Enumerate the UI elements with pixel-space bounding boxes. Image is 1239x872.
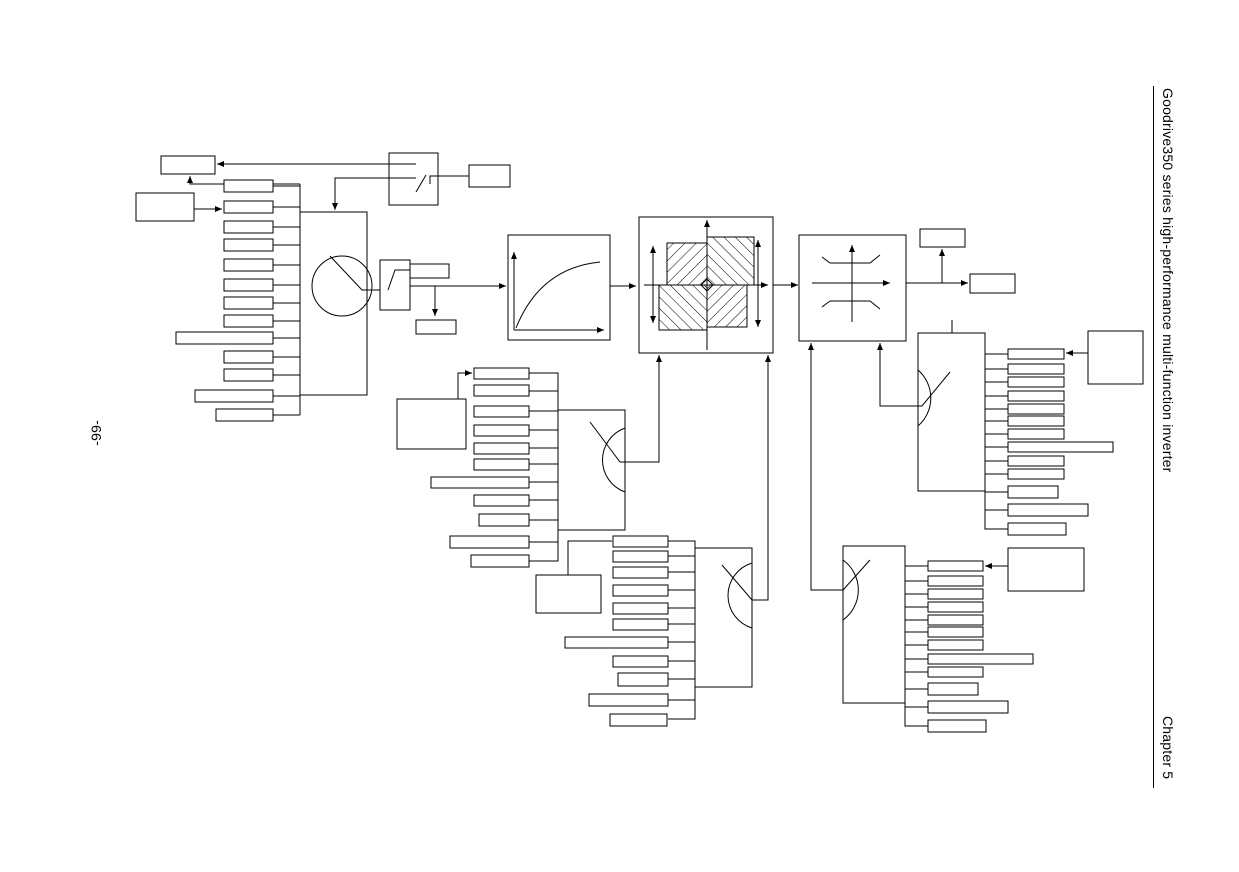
input-slot: [223, 296, 274, 310]
mode-switch-block: [379, 259, 411, 311]
four-quadrant-limit-block: [638, 216, 798, 354]
input-slot: [223, 258, 274, 272]
input-slot: [215, 408, 274, 422]
ramp-curve-block: [507, 234, 636, 341]
switch-control-box: [468, 164, 511, 188]
limit-selector-block: [694, 547, 753, 688]
output-label-box: [919, 228, 966, 248]
input-label-box: [135, 192, 195, 222]
source-label-box: [1007, 547, 1085, 592]
mode-switch: [379, 259, 506, 335]
right-lower-selector: [808, 343, 1085, 733]
lower-limit-selector: [535, 355, 771, 727]
output-selector-block: [917, 332, 986, 492]
input-slot: [223, 179, 274, 193]
limit-selector-block: [557, 409, 626, 531]
upper-limit-selector: [396, 355, 662, 568]
switch-block: [388, 152, 439, 206]
source-selector-block: [299, 211, 368, 396]
output-label-box: [969, 273, 1016, 294]
input-slot: [223, 200, 274, 214]
input-slot: [223, 350, 274, 364]
input-slot: [223, 278, 274, 292]
input-slot: [194, 389, 274, 403]
source-label-box: [396, 398, 467, 450]
output-label-box: [160, 155, 216, 175]
switch-label-box: [409, 263, 450, 279]
input-slot: [223, 238, 274, 252]
selector-input-boxes: [175, 179, 274, 422]
source-label-box: [1087, 330, 1144, 385]
output-selector-block: [798, 228, 1016, 342]
chapter-label: Chapter 5: [1160, 716, 1176, 780]
input-slot: [223, 368, 274, 382]
input-slot: [223, 314, 274, 328]
document-title: Goodrive350 series high-performance mult…: [1160, 88, 1176, 473]
switch-output-box: [415, 319, 457, 335]
header-rule: [1153, 86, 1154, 788]
input-slot: [223, 220, 274, 234]
input-slot: [175, 331, 274, 345]
top-left-selector-group: [135, 152, 511, 422]
right-upper-selector: [877, 320, 1144, 536]
source-label-box: [535, 574, 602, 614]
